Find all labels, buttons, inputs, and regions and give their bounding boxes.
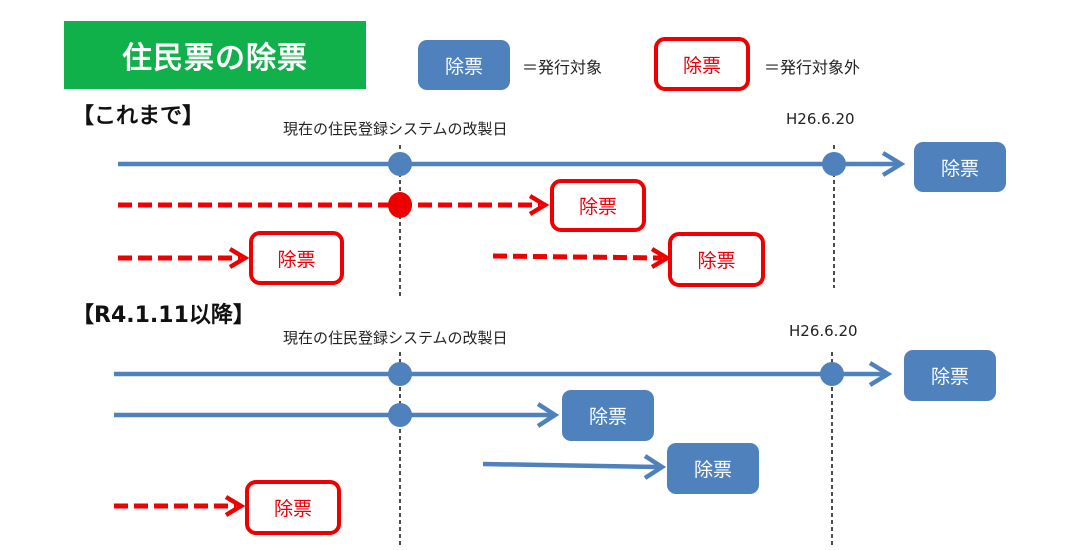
timeline-row: [118, 151, 906, 177]
page-title: 住民票の除票: [64, 21, 366, 89]
event-dot: [822, 152, 846, 176]
removed-record-box-not-issuable: 除票: [668, 232, 765, 287]
removed-record-box-not-issuable: 除票: [550, 179, 646, 232]
event-dot: [388, 403, 412, 427]
section-heading-before: 【これまで】: [72, 104, 205, 129]
legend-red-text: ＝発行対象外: [764, 58, 861, 77]
removed-record-box-issuable: 除票: [914, 142, 1006, 192]
arrow-head: [536, 402, 560, 428]
event-dot: [388, 362, 412, 386]
event-dot: [820, 362, 844, 386]
event-dot: [388, 152, 412, 176]
legend-blue-box: 除票: [418, 40, 510, 90]
timeline-row: [118, 247, 250, 269]
arrow-head: [228, 247, 250, 269]
removed-record-box-issuable: 除票: [904, 350, 996, 401]
timeline-row: [492, 247, 672, 269]
legend-blue-text: ＝発行対象: [522, 58, 603, 77]
removed-record-box-issuable: 除票: [562, 390, 654, 441]
arrow-head: [868, 361, 893, 387]
timeline-row: [118, 192, 550, 218]
arrow-head: [224, 495, 246, 517]
system-reform-date-label: 現在の住民登録システムの改製日: [283, 329, 508, 347]
timeline-row: [114, 361, 893, 387]
removed-record-box-issuable: 除票: [667, 443, 759, 494]
legend-red-box: 除票: [654, 37, 750, 91]
arrow-head: [881, 151, 906, 177]
removed-record-box-not-issuable: 除票: [249, 231, 344, 285]
removed-record-box-not-issuable: 除票: [245, 480, 341, 535]
system-reform-date-label: 現在の住民登録システムの改製日: [283, 120, 508, 138]
arrow-head: [650, 247, 672, 269]
section-heading-after: 【R4.1.11以降】: [72, 303, 255, 328]
date-marker-label: H26.6.20: [786, 110, 855, 128]
timeline-row: [482, 454, 667, 480]
arrow-head: [528, 194, 550, 216]
timeline-row: [114, 495, 246, 517]
arrow-head: [643, 454, 667, 480]
date-marker-label: H26.6.20: [789, 322, 858, 340]
event-dot: [388, 192, 412, 218]
timeline-row: [114, 402, 560, 428]
